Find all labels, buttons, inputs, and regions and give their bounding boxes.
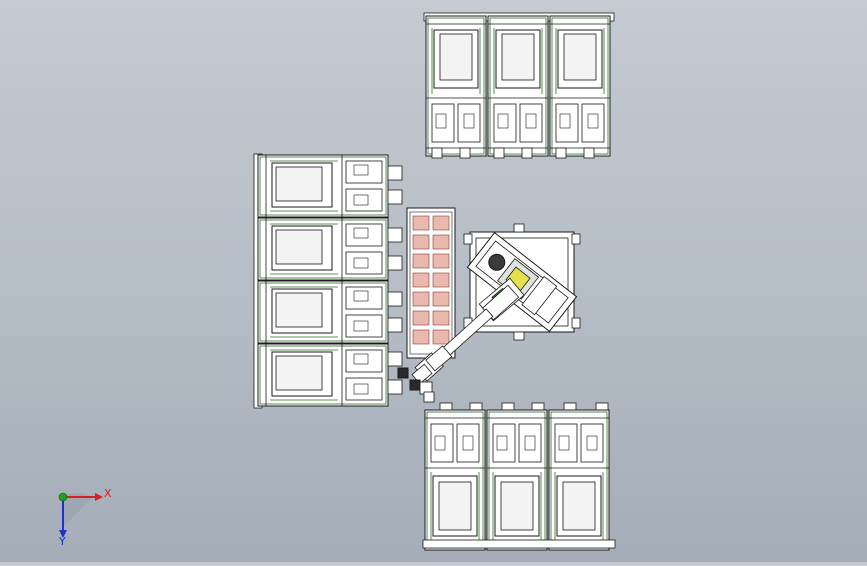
x-axis-label: X	[104, 487, 112, 500]
parts-tray[interactable]	[406, 207, 456, 359]
origin-icon	[58, 492, 68, 502]
bottom-cabinet-bank[interactable]	[422, 402, 616, 551]
gripper[interactable]	[397, 345, 453, 403]
left-cabinet-bank[interactable]	[253, 153, 403, 409]
coordinate-triad	[58, 492, 103, 538]
robot-arm[interactable]	[397, 231, 578, 403]
top-cabinet-bank[interactable]	[423, 12, 615, 159]
y-axis-label: Y	[58, 535, 66, 548]
